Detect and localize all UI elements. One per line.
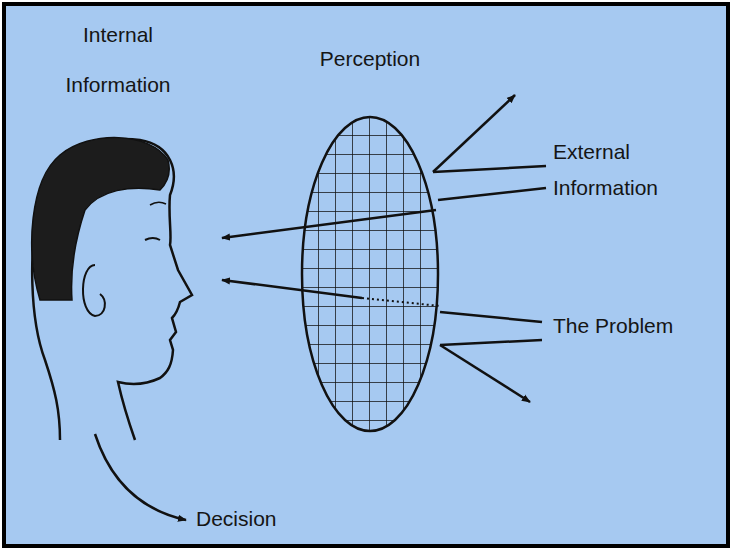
text-label: Perception bbox=[300, 46, 440, 72]
head-profile bbox=[32, 138, 192, 440]
information-rays bbox=[95, 95, 546, 520]
text-label: Internal Information bbox=[48, 10, 188, 110]
text-label: Decision bbox=[196, 506, 326, 532]
text-label: The Problem bbox=[553, 313, 713, 339]
text-label: External Information bbox=[553, 134, 675, 206]
perception-grid bbox=[302, 117, 438, 431]
